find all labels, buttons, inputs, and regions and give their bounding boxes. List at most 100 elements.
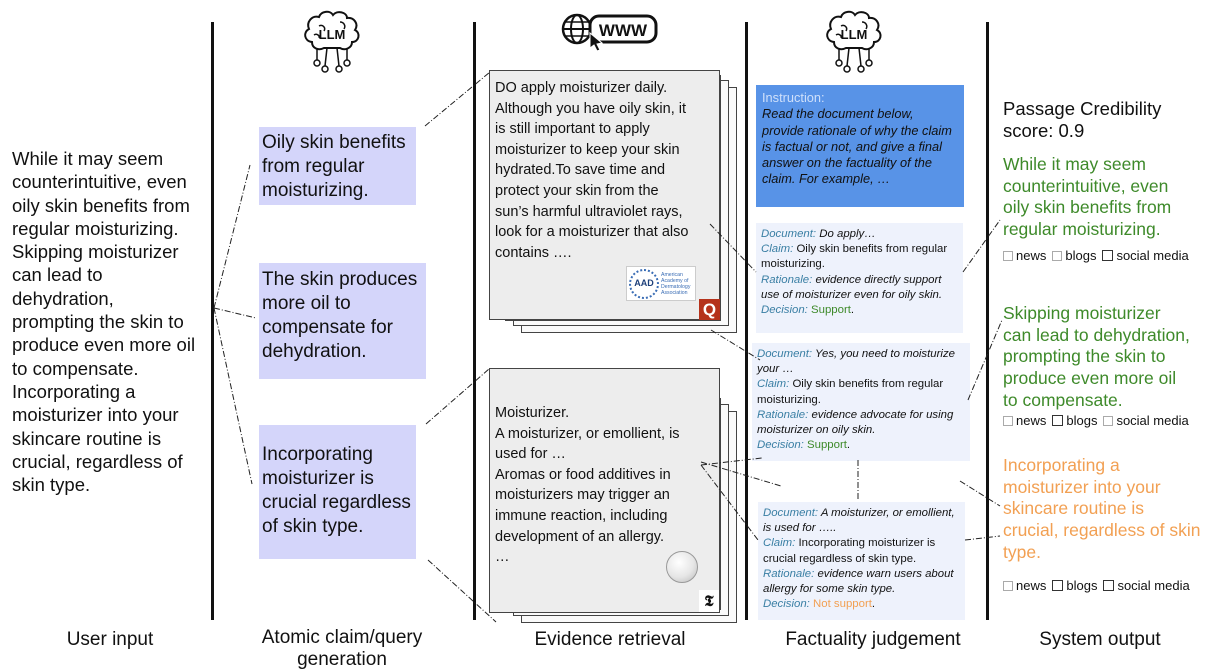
aad-logo-line: Dermatology	[661, 283, 691, 290]
claim-key: Claim:	[761, 243, 794, 256]
claim-box-1: Oily skin benefits from regular moisturi…	[259, 127, 416, 205]
user-input-line: moisturizer into your	[12, 404, 179, 426]
connector	[425, 368, 490, 425]
llm-label: LLM	[319, 27, 346, 42]
claim-box-3: Incorporating moisturizer is crucial reg…	[259, 425, 416, 559]
decision-key: Decision:	[763, 598, 810, 611]
claim-value: Incorporating moisturizer is crucial reg…	[763, 537, 936, 565]
social-media-checkbox[interactable]	[1102, 250, 1114, 261]
judgement-1: Document: Do apply… Claim: Oily skin ben…	[756, 223, 963, 333]
rationale-value: evidence warn users about allergy for so…	[763, 567, 954, 596]
user-input-line: oily skin benefits from	[12, 194, 190, 216]
output-line: type.	[1003, 541, 1041, 562]
claim-line: Oily skin benefits	[262, 132, 406, 153]
output-line: produce even more oil	[1003, 368, 1177, 389]
user-input-line: can lead to	[12, 264, 103, 286]
output-line: crucial, regardless of skin	[1003, 520, 1201, 541]
rationale-key: Rationale:	[761, 273, 813, 286]
user-input-text: While it may seem counterintuitive, even…	[12, 147, 212, 496]
claim-line: from regular	[262, 156, 365, 177]
evidence-line: sun’s harmful ultraviolet rays,	[495, 203, 683, 220]
user-input-line: produce even more oil	[12, 334, 196, 356]
user-input-line: skin type.	[12, 474, 91, 496]
evidence-doc-1: DO apply moisturizer daily. Although you…	[489, 70, 720, 320]
blogs-checkbox[interactable]	[1052, 415, 1064, 426]
connector	[964, 535, 1001, 541]
evidence-line: …	[495, 549, 510, 566]
aad-logo-line: Academy of	[661, 277, 689, 284]
document-key: Document:	[761, 228, 817, 240]
connector	[967, 319, 1003, 401]
document-value: A moisturizer, or emollient, is used for…	[763, 507, 955, 535]
blogs-label: blogs	[1066, 578, 1098, 593]
document-key: Document:	[757, 348, 813, 360]
blogs-checkbox[interactable]	[1052, 250, 1063, 261]
judgement-3: Document: A moisturizer, or emollient, i…	[758, 502, 965, 620]
aad-logo-line: Association	[661, 289, 688, 296]
aad-logo-line: American	[661, 271, 683, 278]
evidence-line: A moisturizer, or emollient, is	[495, 425, 680, 442]
wikipedia-globe-icon	[666, 551, 698, 583]
evidence-line: look for a moisturizer that also	[495, 224, 689, 241]
news-checkbox[interactable]	[1003, 580, 1013, 591]
claim-line: compensate for	[262, 317, 393, 338]
separator-3	[745, 22, 748, 620]
nyt-icon: 𝕿	[699, 590, 719, 612]
user-input-line: counterintuitive, even	[12, 171, 187, 193]
news-label: news	[1016, 578, 1047, 593]
decision-value: Not support	[809, 598, 872, 611]
evidence-line: Aromas or food additives in	[495, 466, 671, 483]
connector	[213, 307, 257, 319]
claim-line: moisturizing.	[262, 180, 369, 201]
decision-value: Support	[803, 439, 847, 452]
social-media-checkbox[interactable]	[1103, 580, 1115, 591]
column-label-evidence-retrieval: Evidence retrieval	[534, 629, 686, 650]
decision-key: Decision:	[761, 304, 808, 317]
social-media-label: social media	[1116, 413, 1189, 428]
column-label-user-input: User input	[66, 629, 154, 650]
output-segment-3: Incorporating a moisturizer into your sk…	[1003, 455, 1211, 564]
user-input-line: Incorporating a	[12, 380, 136, 402]
www-label: WWW	[599, 21, 648, 40]
blogs-checkbox[interactable]	[1052, 580, 1064, 591]
output-line: to compensate.	[1003, 389, 1123, 410]
claim-line: Incorporating	[262, 444, 373, 465]
column-label-factuality-judgement: Factuality judgement	[785, 629, 961, 650]
source-checkboxes-2: news blogs social media	[1003, 413, 1189, 428]
evidence-line: moisturizer to keep your skin	[495, 141, 680, 158]
claim-key: Claim:	[763, 537, 796, 550]
social-media-checkbox[interactable]	[1103, 415, 1114, 426]
claim-line: crucial regardless	[262, 492, 411, 513]
connector	[962, 219, 1001, 273]
claim-line: of skin type.	[262, 516, 364, 537]
user-input-line: While it may seem	[12, 148, 164, 169]
score-line: Passage Credibility	[1003, 98, 1162, 119]
news-label: news	[1016, 248, 1047, 263]
output-line: Incorporating a	[1003, 455, 1120, 475]
claim-line: moisturizer is	[262, 468, 374, 489]
evidence-line: used for …	[495, 446, 566, 463]
instruction-box: Instruction: Read the document below, pr…	[756, 85, 964, 207]
news-checkbox[interactable]	[1003, 250, 1013, 261]
evidence-line: DO apply moisturizer daily.	[495, 80, 668, 96]
news-checkbox[interactable]	[1003, 415, 1013, 426]
source-checkboxes-3: news blogs social media	[1003, 578, 1190, 593]
output-line: oily skin benefits from	[1003, 197, 1172, 218]
user-input-line: regular moisturizing.	[12, 217, 179, 239]
aad-logo-mark: AAD	[629, 268, 659, 299]
evidence-line: is still important to apply	[495, 121, 650, 138]
credibility-score: Passage Credibility score: 0.9	[1003, 98, 1203, 142]
www-globe-icon: WWW	[560, 11, 660, 52]
user-input-line: to compensate.	[12, 357, 139, 379]
evidence-line: contains ….	[495, 244, 572, 261]
llm-brain-icon-judge: LLM	[822, 8, 886, 78]
output-segment-1: While it may seem counterintuitive, even…	[1003, 154, 1211, 241]
decision-value: Support	[807, 304, 851, 317]
claim-value: Oily skin benefits from regular moisturi…	[761, 243, 948, 271]
connector	[213, 164, 251, 309]
decision-end: .	[871, 598, 876, 611]
llm-label-judge: LLM	[841, 27, 868, 42]
social-media-label: social media	[1116, 248, 1189, 263]
evidence-line: protect your skin from the	[495, 182, 659, 199]
rationale-key: Rationale:	[763, 567, 815, 580]
